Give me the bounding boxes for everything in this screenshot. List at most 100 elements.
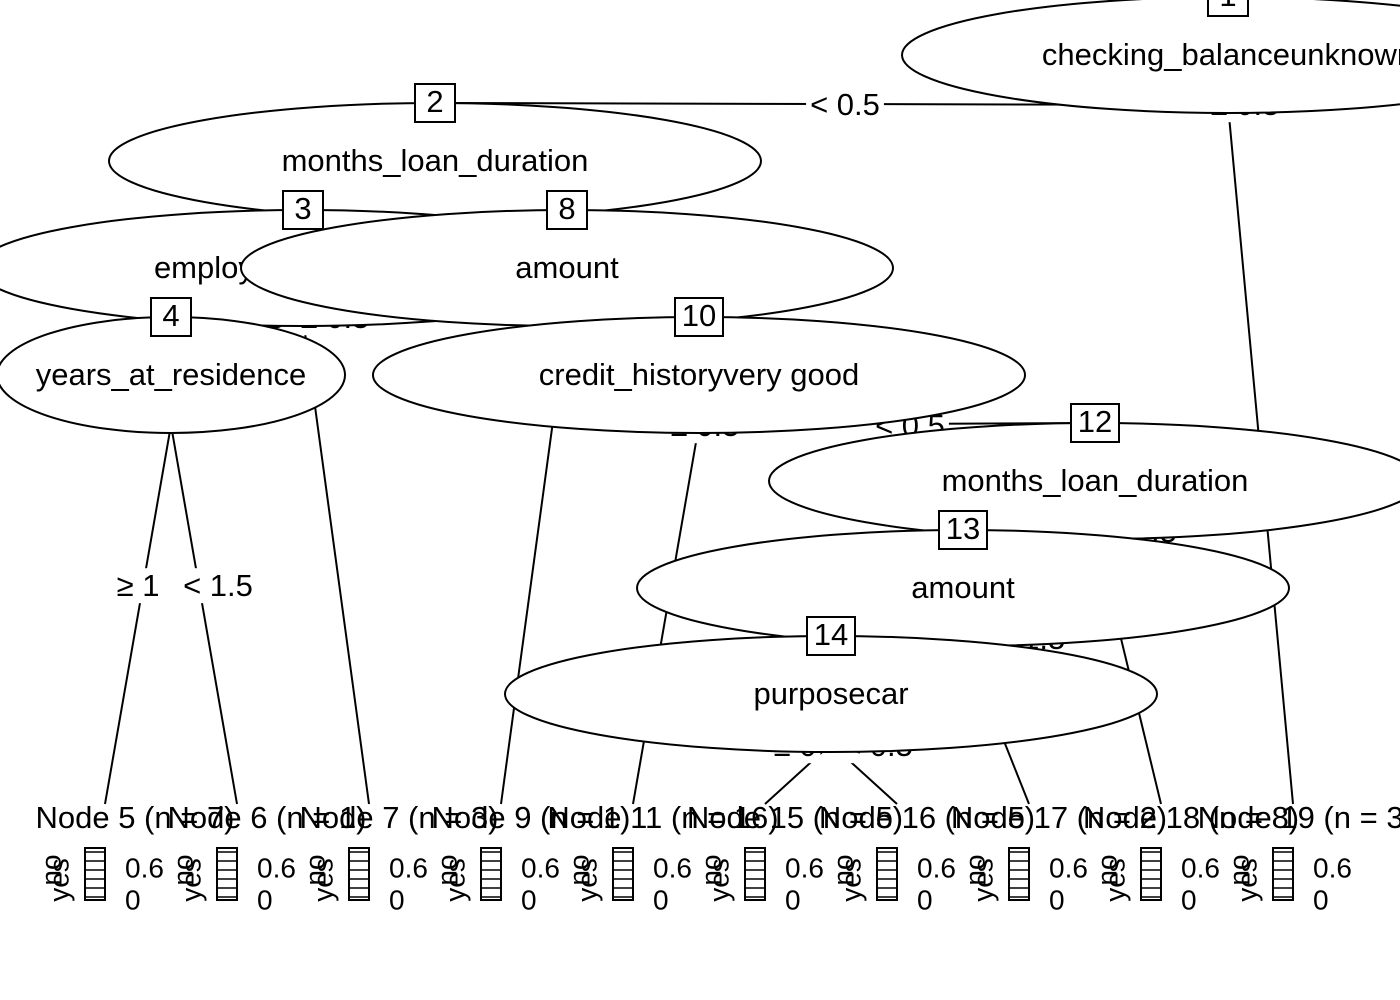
- leaf-tick-label: 0.6: [1049, 852, 1088, 883]
- inner-node-13: amount 13: [636, 510, 1290, 647]
- leaf-bar: [744, 847, 766, 901]
- leaf-tick-label: 0: [653, 884, 669, 915]
- leaf-category-label: no: [695, 854, 726, 885]
- leaf-title: Node 5 (n = 7): [35, 800, 234, 835]
- inner-node-1: checking_balanceunknown 1: [901, 0, 1400, 114]
- node-id-box: [282, 190, 324, 230]
- leaf-title: Node 15 (n = 5): [687, 800, 903, 835]
- leaf-title: Node 7 (n = 3): [299, 800, 498, 835]
- node-id-box: [806, 616, 856, 656]
- inner-node-14: purposecar 14: [504, 616, 1158, 753]
- leaf-bar: [1272, 847, 1294, 901]
- leaf-category-label: no: [35, 854, 66, 885]
- node-variable-label: checking_balanceunknown: [1042, 37, 1400, 72]
- leaf-tick-label: 0.6: [653, 852, 692, 883]
- inner-node-4: years_at_residence 4: [0, 297, 346, 434]
- node-id-label: 2: [426, 84, 443, 119]
- leaf-bar: [348, 847, 370, 901]
- leaf-tick-label: 0.6: [257, 852, 296, 883]
- leaf-bar: [612, 847, 634, 901]
- edge-4-5: [104, 424, 172, 805]
- node-id-box: [546, 190, 588, 230]
- leaf-tick-label: 0.6: [785, 852, 824, 883]
- split-label-4-6: < 1.5: [183, 568, 253, 603]
- leaf-category-label: yes: [703, 858, 734, 902]
- node-id-label: 10: [682, 298, 716, 333]
- leaf-tick-label: 0: [785, 884, 801, 915]
- node-variable-label: years_at_residence: [36, 357, 307, 392]
- node-variable-label: amount: [911, 570, 1015, 605]
- leaf-category-label: no: [431, 854, 462, 885]
- node-id-box: [414, 83, 456, 123]
- node-id-label: 13: [946, 511, 980, 546]
- leaf-tick-label: 0: [521, 884, 537, 915]
- leaf-tick-label: 0.6: [917, 852, 956, 883]
- leaf-tick-label: 0: [125, 884, 141, 915]
- node-ellipse: [901, 0, 1400, 114]
- leaf-title: Node 19 (n = 359): [1198, 800, 1400, 835]
- leaf-bar: [1008, 847, 1030, 901]
- node-variable-label: months_loan_duration: [942, 463, 1249, 498]
- leaf-category-label: yes: [439, 858, 470, 902]
- leaf-title: Node 6 (n = 1): [167, 800, 366, 835]
- leaf-category-label: yes: [1231, 858, 1262, 902]
- node-id-box: [938, 510, 988, 550]
- leaf-tick-label: 0: [917, 884, 933, 915]
- leaf-category-label: no: [959, 854, 990, 885]
- leaf-title: Node 18 (n = 8): [1083, 800, 1299, 835]
- node-id-box: [1070, 403, 1120, 443]
- leaf-category-label: no: [1091, 854, 1122, 885]
- split-label-bg-1-2: [806, 87, 884, 123]
- node-id-label: 1: [1219, 0, 1236, 13]
- node-id-box: [150, 297, 192, 337]
- leaf-tick-label: 0.6: [521, 852, 560, 883]
- leaf-tick-label: 0.6: [1181, 852, 1220, 883]
- node-id-label: 3: [294, 191, 311, 226]
- node-variable-label: months_loan_duration: [282, 143, 589, 178]
- leaf-title: Node 17 (n = 2): [951, 800, 1167, 835]
- node-id-label: 14: [814, 617, 848, 652]
- split-label-1-2: < 0.5: [810, 87, 880, 122]
- leaf-category-label: yes: [175, 858, 206, 902]
- leaf-category-label: yes: [571, 858, 602, 902]
- leaf-bar: [1140, 847, 1162, 901]
- leaf-tick-label: 0: [1181, 884, 1197, 915]
- leaf-tick-label: 0: [257, 884, 273, 915]
- leaf-bar: [480, 847, 502, 901]
- inner-node-12: months_loan_duration 12: [768, 403, 1400, 540]
- leaf-category-label: no: [827, 854, 858, 885]
- leaf-title: Node 16 (n = 5): [819, 800, 1035, 835]
- split-label-bg-4-5: [112, 568, 164, 604]
- leaf-tick-label: 0: [1049, 884, 1065, 915]
- leaf-tick-label: 0.6: [125, 852, 164, 883]
- leaf-bar: [84, 847, 106, 901]
- leaf-category-label: yes: [967, 858, 998, 902]
- node-variable-label: purposecar: [753, 676, 908, 711]
- leaf-title: Node 9 (n = 1): [431, 800, 630, 835]
- node-id-label: 12: [1078, 404, 1112, 439]
- leaf-category-label: yes: [43, 858, 74, 902]
- leaf-category-label: yes: [307, 858, 338, 902]
- inner-nodes: checking_balanceunknown 1 months_loan_dura…: [0, 0, 1400, 753]
- node-id-box: [674, 297, 724, 337]
- leaf-tick-label: 0.6: [1313, 852, 1352, 883]
- leaf-category-label: no: [563, 854, 594, 885]
- node-id-label: 4: [162, 298, 179, 333]
- inner-node-2: months_loan_duration 2: [108, 83, 762, 220]
- leaf-title: Node 11 (n = 16): [547, 800, 778, 835]
- leaf-category-label: no: [1223, 854, 1254, 885]
- edge-4-6: [170, 424, 238, 805]
